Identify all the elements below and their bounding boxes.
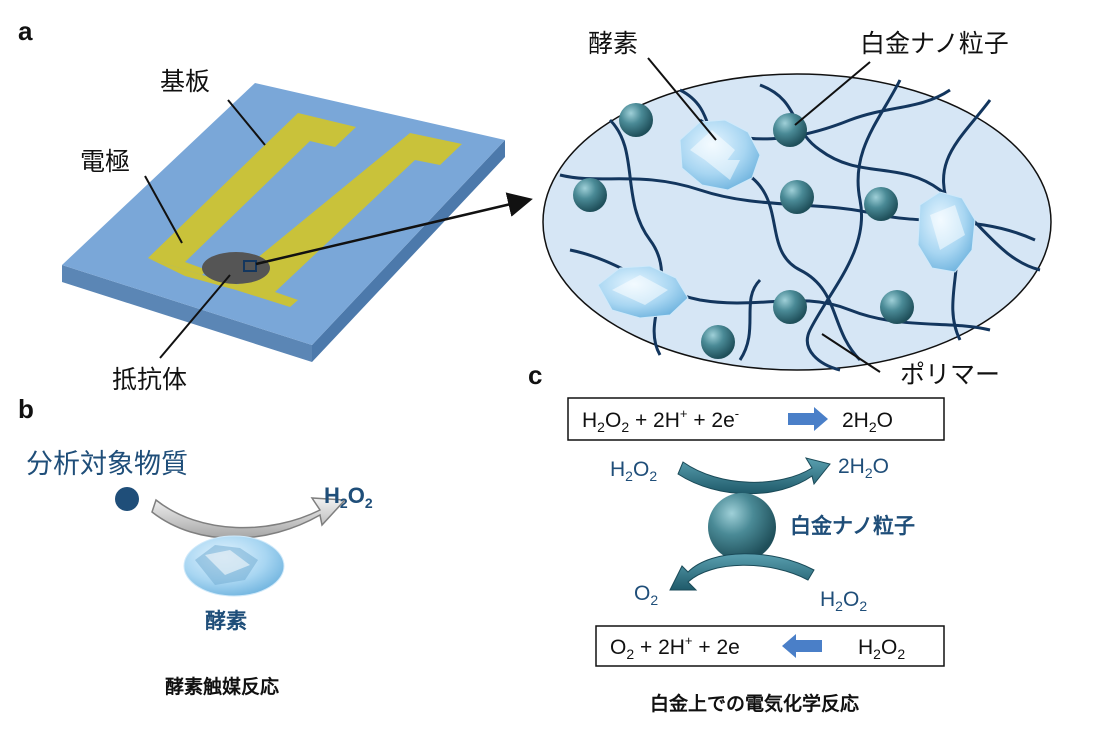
leader-polymer <box>821 333 881 373</box>
equation-box-bottom <box>595 625 945 667</box>
label-pt-nanoparticle-a: 白金ナノ粒子 <box>860 29 1009 58</box>
pt-nanoparticle <box>880 290 914 324</box>
electrode-bridge <box>148 258 240 290</box>
enzyme-blob <box>183 535 285 597</box>
label-resistor: 抵抗体 <box>112 365 187 394</box>
leader-substrate <box>227 99 266 146</box>
equation-box-top <box>567 397 945 441</box>
label-2h2o-out: 2H2O <box>838 455 889 481</box>
label-h2o2-in-top: H2O2 <box>610 458 657 484</box>
caption-enzyme-catalysis: 酵素触媒反応 <box>165 675 279 698</box>
pt-nanoparticle <box>864 187 898 221</box>
pt-nanoparticle <box>619 103 653 137</box>
sensor-chip <box>62 83 533 362</box>
label-analyte: 分析対象物質 <box>26 449 188 480</box>
label-pt-nanoparticle-c: 白金ナノ粒子 <box>790 514 915 538</box>
label-enzyme-a: 酵素 <box>588 29 638 58</box>
polymer-chain <box>608 118 664 356</box>
enzyme-cluster <box>679 119 761 191</box>
zoom-marker <box>243 260 257 272</box>
pt-nanoparticle <box>573 178 607 212</box>
label-enzyme-b: 酵素 <box>205 609 247 633</box>
leader-enzyme <box>647 57 717 141</box>
oxidation-arrow <box>669 553 815 591</box>
panel-label-a: a <box>18 16 33 46</box>
analyte-dot <box>115 487 139 511</box>
pt-nanoparticle <box>773 290 807 324</box>
resistor <box>202 252 270 284</box>
zoom-ellipse-group <box>542 73 1052 372</box>
leader-resistor <box>159 274 231 359</box>
equation-bottom-rhs: H2O2 <box>858 636 905 662</box>
label-h2o2-in-bottom: H2O2 <box>820 588 867 614</box>
substrate-front-face <box>62 265 312 362</box>
pt-nanoparticle-large <box>708 493 776 561</box>
enzyme-cluster <box>917 191 976 273</box>
equation-bottom: O2 + 2H+ + 2e <box>610 633 740 662</box>
equation-bottom-arrow <box>782 634 822 658</box>
electrode-right <box>236 133 462 307</box>
label-electrode: 電極 <box>80 147 130 176</box>
caption-electrochemical: 白金上での電気化学反応 <box>650 692 859 715</box>
label-polymer: ポリマー <box>900 360 1000 389</box>
reduction-arrow <box>677 457 831 495</box>
electrode-left <box>148 113 356 275</box>
substrate-side-face <box>312 140 505 362</box>
pt-nanoparticle <box>780 180 814 214</box>
equation-top: H2O2 + 2H+ + 2e- <box>582 406 739 435</box>
polymer-chain <box>805 79 902 372</box>
enzyme-reaction-arrow <box>151 497 347 539</box>
pt-nanoparticle <box>701 325 735 359</box>
leader-electrode <box>144 175 183 244</box>
label-substrate: 基板 <box>160 67 210 96</box>
enzyme-cluster <box>597 265 689 319</box>
panel-label-c: c <box>528 360 542 390</box>
polymer-chain <box>738 278 762 361</box>
equation-top-rhs: 2H2O <box>842 409 893 435</box>
panel-label-b: b <box>18 394 34 424</box>
zoom-arrow <box>255 192 533 266</box>
equation-top-arrow <box>788 407 828 431</box>
label-o2-out: O2 <box>634 582 658 608</box>
label-h2o2-product: H2O2 <box>324 483 373 511</box>
leader-pt-nanoparticle <box>794 61 871 126</box>
